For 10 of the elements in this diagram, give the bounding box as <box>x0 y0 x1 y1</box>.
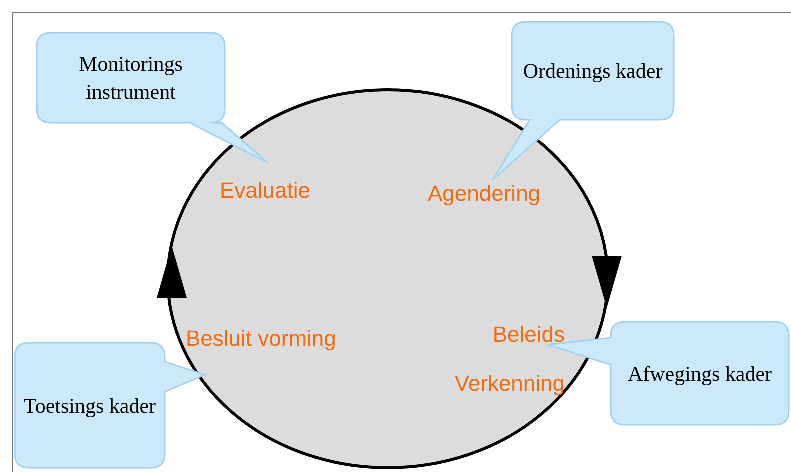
stage-label: Besluit vorming <box>186 314 346 364</box>
callout-text: Toetsings kader <box>24 392 156 420</box>
callout-text: Monitorings instrument <box>78 51 184 106</box>
callout-text: Afwegings kader <box>628 360 772 388</box>
stage-label: Evaluatie <box>220 178 311 204</box>
stage-label: Agendering <box>428 181 541 207</box>
speech-bubble <box>493 22 674 180</box>
stage-label: Beleids Verkenning <box>410 310 565 408</box>
callout-text: Ordenings kader <box>523 58 663 85</box>
speech-bubble <box>37 33 268 163</box>
